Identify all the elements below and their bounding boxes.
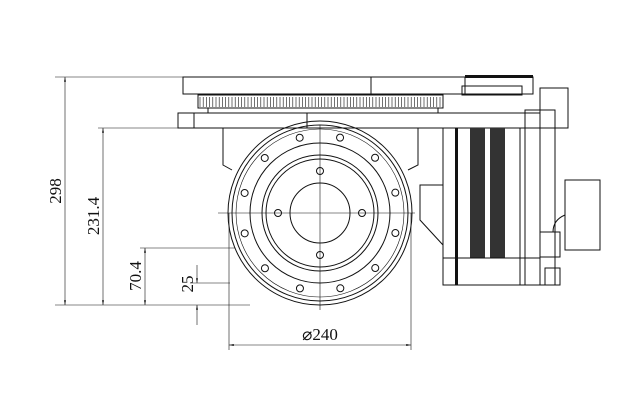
bolt-hole bbox=[295, 284, 304, 293]
top-plate bbox=[182, 75, 534, 95]
bolt-hole bbox=[240, 188, 249, 197]
bolt-hole bbox=[371, 153, 380, 162]
bolt-hole bbox=[274, 209, 282, 217]
bolt-hole bbox=[336, 133, 345, 142]
gear-ring bbox=[197, 94, 444, 114]
bolt-hole bbox=[358, 209, 366, 217]
base-plate bbox=[177, 112, 541, 129]
bolt-hole bbox=[336, 284, 345, 293]
connector bbox=[539, 179, 601, 286]
dim-bottom-offset: 25 bbox=[178, 276, 197, 293]
motor bbox=[442, 85, 569, 286]
bolt-hole bbox=[260, 153, 269, 162]
dim-axle-height: 70.4 bbox=[126, 261, 145, 291]
bolt-hole bbox=[240, 229, 249, 238]
bolt-hole bbox=[371, 264, 380, 273]
bolt-hole bbox=[391, 229, 400, 238]
bolt-hole bbox=[316, 167, 324, 175]
bolt-hole bbox=[316, 251, 324, 259]
bolt-hole bbox=[260, 264, 269, 273]
wheel bbox=[218, 120, 415, 310]
dim-overall-height: 298 bbox=[46, 178, 65, 204]
bolt-hole bbox=[391, 188, 400, 197]
dim-wheel-diameter: ⌀240 bbox=[302, 325, 338, 344]
dim-mount-height: 231.4 bbox=[84, 196, 103, 235]
wheel-housing bbox=[222, 127, 444, 246]
bolt-hole bbox=[295, 133, 304, 142]
